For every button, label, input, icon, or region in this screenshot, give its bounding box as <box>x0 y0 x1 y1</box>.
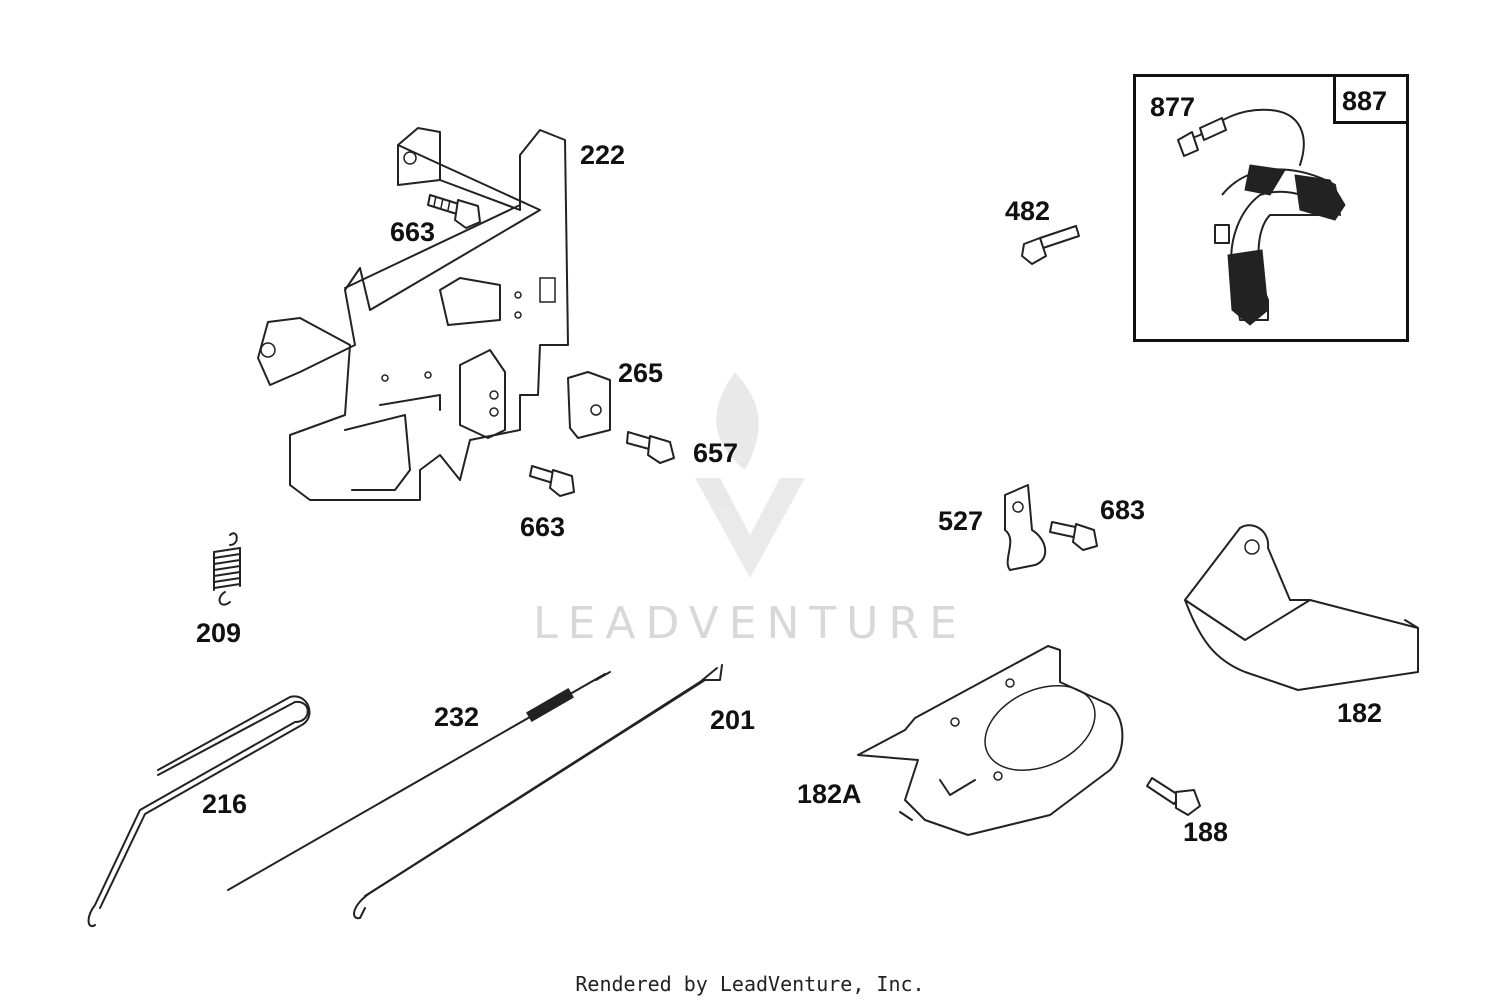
part-label-182: 182 <box>1337 698 1383 728</box>
screw-188 <box>1146 777 1201 816</box>
part-label-182A: 182A <box>797 779 862 809</box>
part-label-222: 222 <box>580 140 626 170</box>
screw-683 <box>1049 521 1098 551</box>
rod-232 <box>227 671 611 891</box>
part-label-663-lower: 663 <box>520 512 566 542</box>
shield-182A <box>857 645 1124 836</box>
rod-216 <box>87 695 311 928</box>
part-label-232: 232 <box>434 702 480 732</box>
part-label-216: 216 <box>202 789 248 819</box>
screw-663-top <box>427 194 481 229</box>
part-label-201: 201 <box>710 705 756 735</box>
armature-887 <box>1177 108 1346 326</box>
clamp-527 <box>1004 484 1047 571</box>
spring-209 <box>213 532 241 606</box>
part-label-887: 887 <box>1342 86 1388 116</box>
screw-657 <box>626 431 675 464</box>
screw-663-lower <box>529 465 575 497</box>
watermark-logo <box>695 372 805 578</box>
part-label-683: 683 <box>1100 495 1146 525</box>
part-label-657: 657 <box>693 438 739 468</box>
clip-265 <box>567 371 611 439</box>
rod-201 <box>353 664 723 920</box>
control-bracket-222 <box>257 127 569 501</box>
part-label-209: 209 <box>196 618 242 648</box>
part-label-188: 188 <box>1183 817 1229 847</box>
screw-482 <box>1021 225 1080 265</box>
part-label-265: 265 <box>618 358 664 388</box>
inset-frame <box>1133 74 1409 342</box>
part-label-482: 482 <box>1005 196 1051 226</box>
part-label-527: 527 <box>938 506 984 536</box>
part-label-877: 877 <box>1150 92 1196 122</box>
shield-182 <box>1184 524 1419 691</box>
inset-tag-frame <box>1333 74 1409 124</box>
footer-credit: Rendered by LeadVenture, Inc. <box>575 972 925 996</box>
watermark-text: LEADVENTURE <box>533 598 967 649</box>
part-label-663-top: 663 <box>390 217 436 247</box>
